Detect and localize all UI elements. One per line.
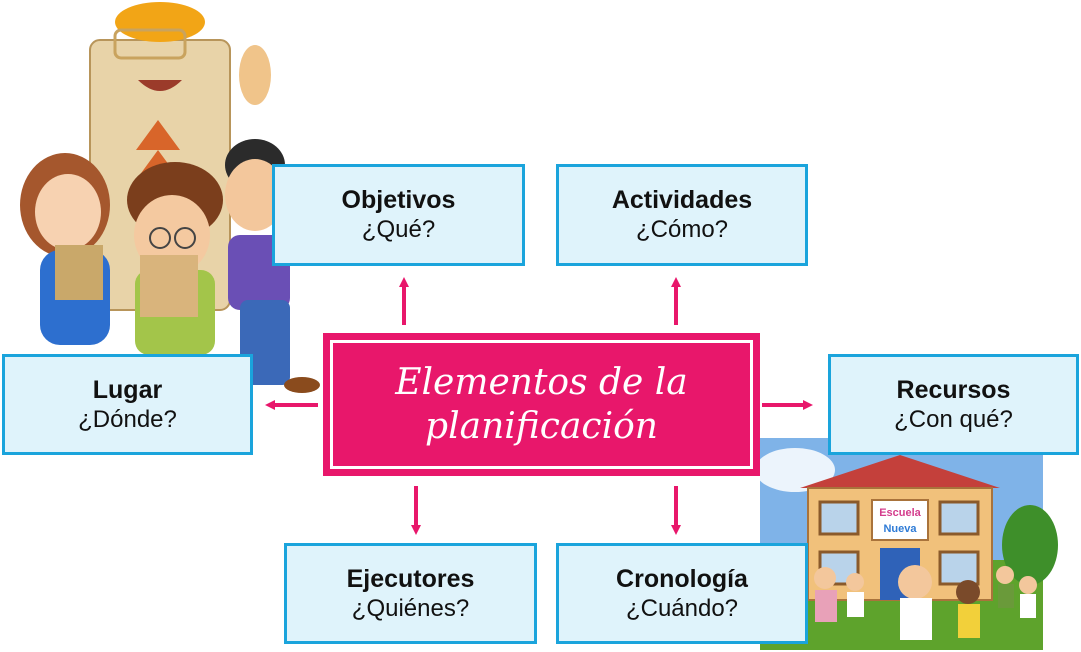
center-node: Elementos de la planificación xyxy=(323,333,760,476)
node-lugar-question: ¿Dónde? xyxy=(78,405,177,433)
node-recursos-question: ¿Con qué? xyxy=(894,405,1013,433)
node-recursos: Recursos ¿Con qué? xyxy=(828,354,1079,455)
node-recursos-title: Recursos xyxy=(896,375,1011,404)
node-objetivos: Objetivos ¿Qué? xyxy=(272,164,525,266)
node-ejecutores: Ejecutores ¿Quiénes? xyxy=(284,543,537,644)
school-sign-line1: Escuela xyxy=(879,507,921,519)
node-lugar-title: Lugar xyxy=(92,375,163,404)
node-cronologia-title: Cronología xyxy=(616,564,748,593)
node-cronologia: Cronología ¿Cuándo? xyxy=(556,543,808,644)
node-lugar: Lugar ¿Dónde? xyxy=(2,354,253,455)
school-sign-line2: Nueva xyxy=(883,523,917,535)
node-ejecutores-title: Ejecutores xyxy=(346,564,475,593)
center-title: Elementos de la planificación xyxy=(395,361,688,447)
node-actividades-title: Actividades xyxy=(611,186,753,214)
node-cronologia-question: ¿Cuándo? xyxy=(625,594,739,622)
node-objetivos-title: Objetivos xyxy=(341,186,456,214)
node-actividades: Actividades ¿Cómo? xyxy=(556,164,808,266)
node-actividades-question: ¿Cómo? xyxy=(635,216,729,243)
children-mascot-illustration xyxy=(20,2,320,393)
center-node-frame: Elementos de la planificación xyxy=(330,340,753,469)
node-ejecutores-question: ¿Quiénes? xyxy=(351,594,470,622)
node-objetivos-question: ¿Qué? xyxy=(361,216,436,243)
